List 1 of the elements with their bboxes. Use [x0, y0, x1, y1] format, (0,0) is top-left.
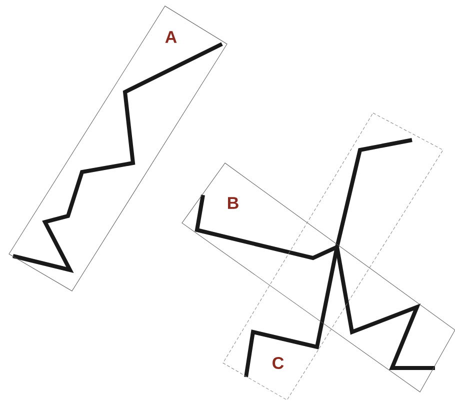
rectangle-frame: A: [8, 6, 228, 292]
